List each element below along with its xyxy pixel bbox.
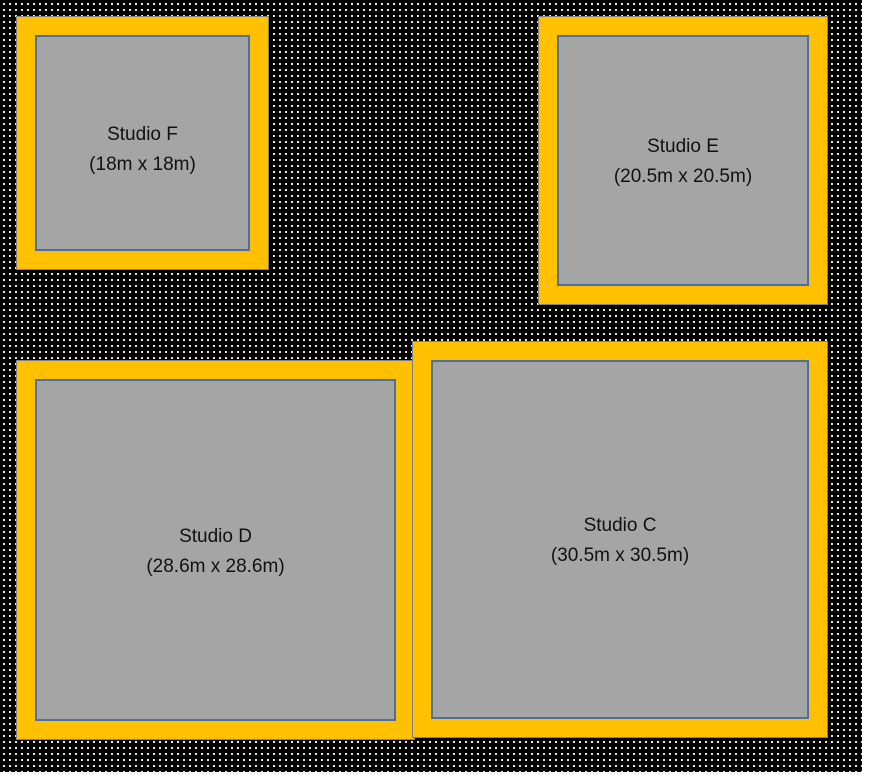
studio-c-label: Studio C (30.5m x 30.5m) xyxy=(433,511,807,571)
studio-c-name: Studio C xyxy=(583,515,657,536)
studio-f-frame: Studio F (18m x 18m) xyxy=(16,16,269,270)
studio-f-size: (18m x 18m) xyxy=(89,154,196,175)
studio-c-room: Studio C (30.5m x 30.5m) xyxy=(431,360,809,719)
studio-e-label: Studio E (20.5m x 20.5m) xyxy=(559,132,807,192)
studio-d-frame: Studio D (28.6m x 28.6m) xyxy=(16,360,415,740)
studio-e-size: (20.5m x 20.5m) xyxy=(613,166,753,187)
studio-c-frame: Studio C (30.5m x 30.5m) xyxy=(412,341,828,738)
studio-d-room: Studio D (28.6m x 28.6m) xyxy=(35,379,396,721)
studio-c-size: (30.5m x 30.5m) xyxy=(550,545,690,566)
studio-f-label: Studio F (18m x 18m) xyxy=(37,120,248,180)
studio-f-room: Studio F (18m x 18m) xyxy=(35,35,250,251)
studio-e-frame: Studio E (20.5m x 20.5m) xyxy=(538,16,828,305)
studio-e-room: Studio E (20.5m x 20.5m) xyxy=(557,35,809,286)
studio-e-name: Studio E xyxy=(647,136,719,157)
studio-f-name: Studio F xyxy=(107,124,178,145)
studio-d-size: (28.6m x 28.6m) xyxy=(146,556,285,577)
studio-d-name: Studio D xyxy=(179,526,252,547)
studio-d-label: Studio D (28.6m x 28.6m) xyxy=(37,522,394,582)
